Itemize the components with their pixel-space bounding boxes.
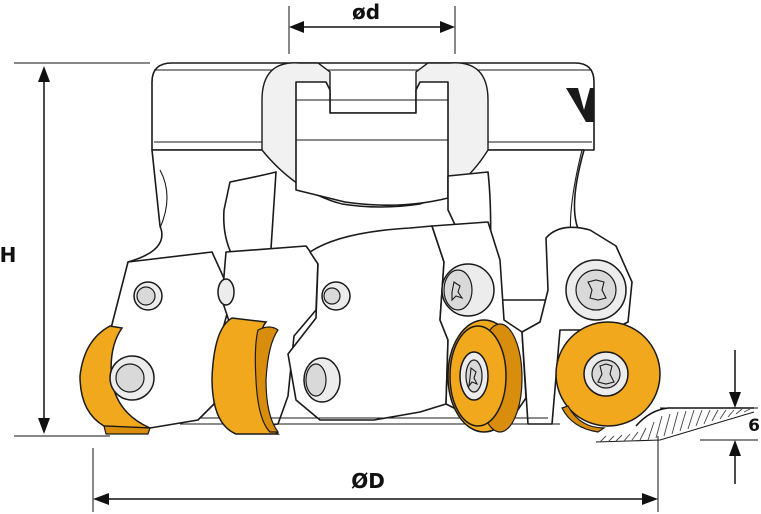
torx-screw-insert-right [583,351,629,397]
logo-text: VE [580,123,582,125]
torx-screw-middle [441,263,495,317]
torx-screw-insert-middle [459,351,489,401]
bore-diameter-label: ød [352,0,380,24]
dimension-height: H [0,62,150,437]
insert-left [79,325,151,435]
screw-left-lower [109,355,155,401]
dimension-bore-diameter: ød [288,0,456,54]
screw-middle-lower [303,357,341,403]
cutter-diameter-label: ØD [351,469,385,493]
depth-of-cut-label: 6 [748,416,760,436]
dimension-cutter-diameter: ØD [92,436,659,512]
dimension-depth-of-cut: 6 [660,350,760,484]
brand-logo: VE [566,88,594,125]
pin-middle-upper [321,281,351,311]
torx-screw-right-upper [565,259,627,321]
insert-middle-left [211,317,280,435]
cutter-body [121,62,595,301]
screws [109,259,629,403]
pin-left-upper [133,281,163,311]
pin-middle-left [217,278,235,306]
height-label: H [0,243,16,267]
